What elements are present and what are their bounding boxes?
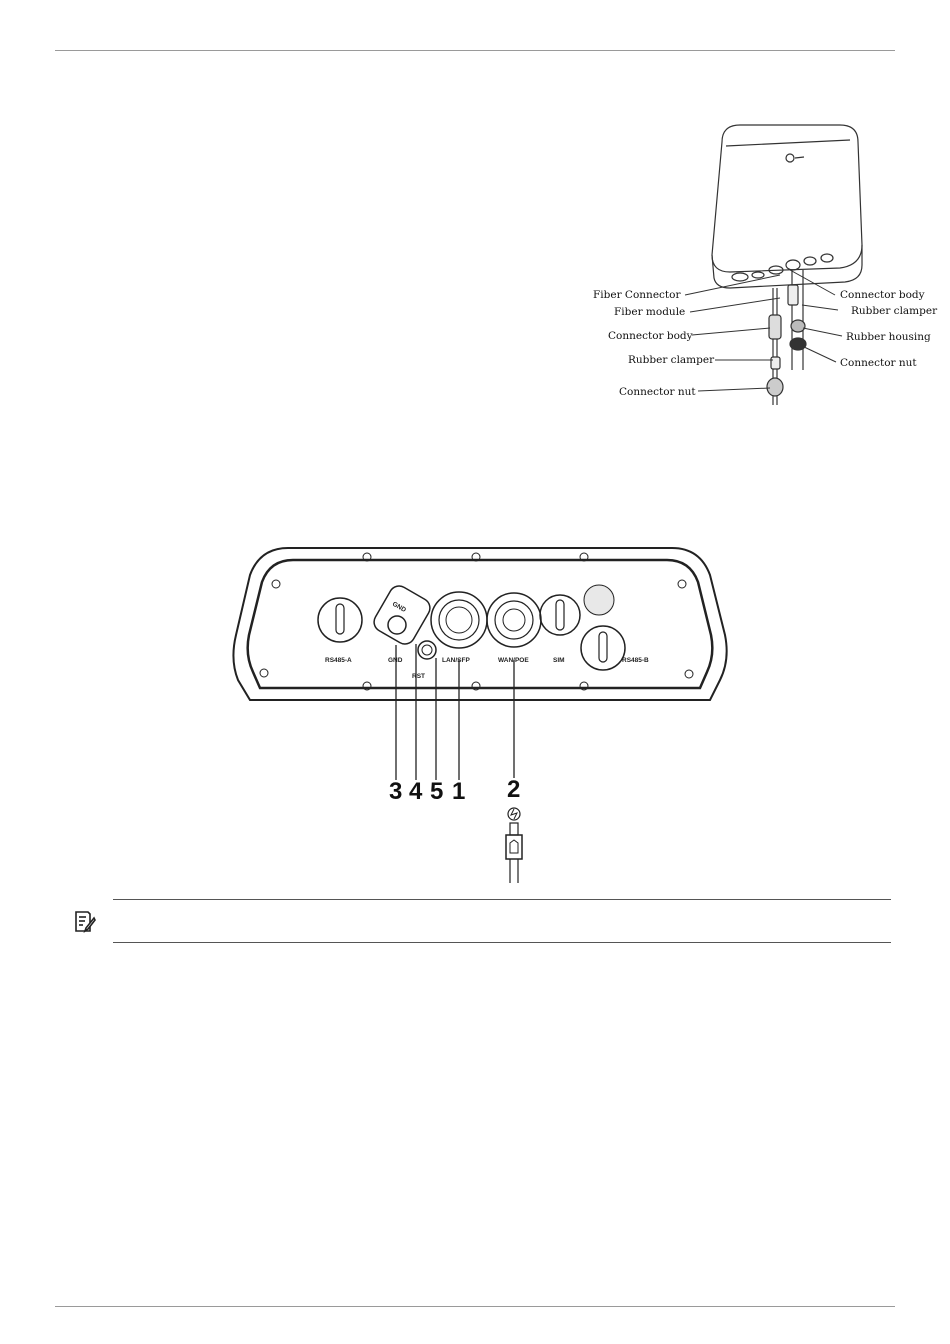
port-number-1: 1 bbox=[452, 780, 465, 804]
port-number-3: 3 bbox=[389, 780, 402, 804]
callout-rubber-housing: Rubber housing bbox=[846, 331, 931, 343]
footer-rule bbox=[55, 1306, 895, 1307]
label-rst: RST bbox=[412, 673, 425, 680]
label-rs485b: RS485-B bbox=[622, 657, 649, 664]
note-top-rule bbox=[113, 899, 891, 900]
callout-rubber-clamper: Rubber clamper bbox=[851, 305, 937, 317]
callout-connector-nut: Connector nut bbox=[619, 386, 696, 398]
callout-connector-body: Connector body bbox=[840, 289, 925, 301]
port-panel-diagram: RS485-A GND GND RST LAN/SFP WAN/POE SIM … bbox=[230, 540, 730, 890]
note-icon bbox=[73, 910, 97, 934]
note-bottom-rule bbox=[113, 942, 891, 943]
label-lan-sfp: LAN/SFP bbox=[442, 657, 470, 664]
label-gnd: GND bbox=[388, 657, 403, 664]
label-rs485a: RS485-A bbox=[325, 657, 352, 664]
callout-connector-nut: Connector nut bbox=[840, 357, 917, 369]
port-number-4: 4 bbox=[409, 780, 422, 804]
callout-rubber-clamper: Rubber clamper bbox=[628, 354, 714, 366]
label-wan-poe: WAN/POE bbox=[498, 657, 529, 664]
label-sim: SIM bbox=[553, 657, 565, 664]
callout-fiber-module: Fiber module bbox=[614, 306, 685, 318]
callout-fiber-connector: Fiber Connector bbox=[593, 289, 680, 301]
port-number-2: 2 bbox=[507, 778, 520, 802]
callout-connector-body: Connector body bbox=[608, 330, 693, 342]
port-number-5: 5 bbox=[430, 780, 443, 804]
header-rule bbox=[55, 50, 895, 51]
label-gnd-cap: GND bbox=[391, 601, 407, 614]
